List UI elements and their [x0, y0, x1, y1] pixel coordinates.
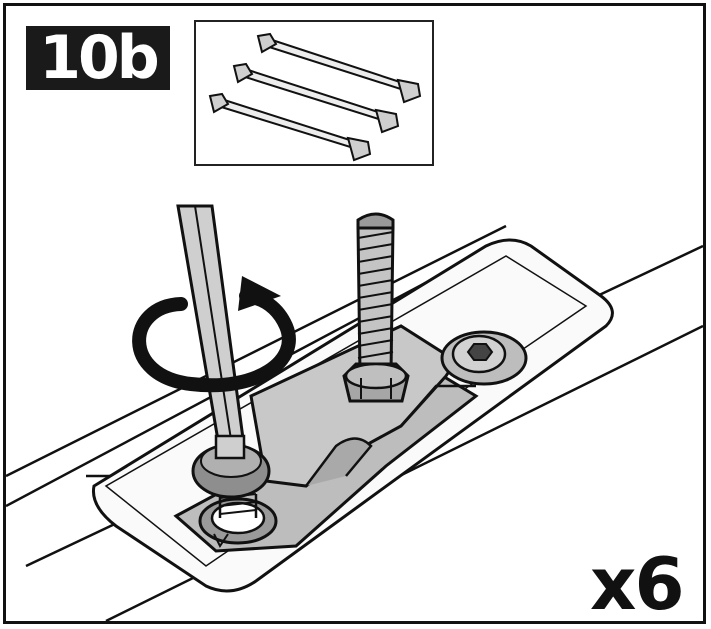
step-number-badge: 10b	[26, 26, 170, 90]
socket-cap-screw	[440, 330, 528, 386]
quantity-label: x6	[590, 542, 685, 624]
roof-bars-thumbnail	[194, 20, 434, 166]
installation-scene	[6, 204, 703, 621]
roof-bars-icon	[208, 32, 422, 162]
threaded-bolt	[356, 212, 395, 376]
instruction-panel: 10b x6	[3, 3, 706, 624]
rotate-clockwise-icon	[132, 276, 296, 393]
lower-bolt	[198, 493, 278, 548]
hex-nut	[342, 362, 410, 403]
